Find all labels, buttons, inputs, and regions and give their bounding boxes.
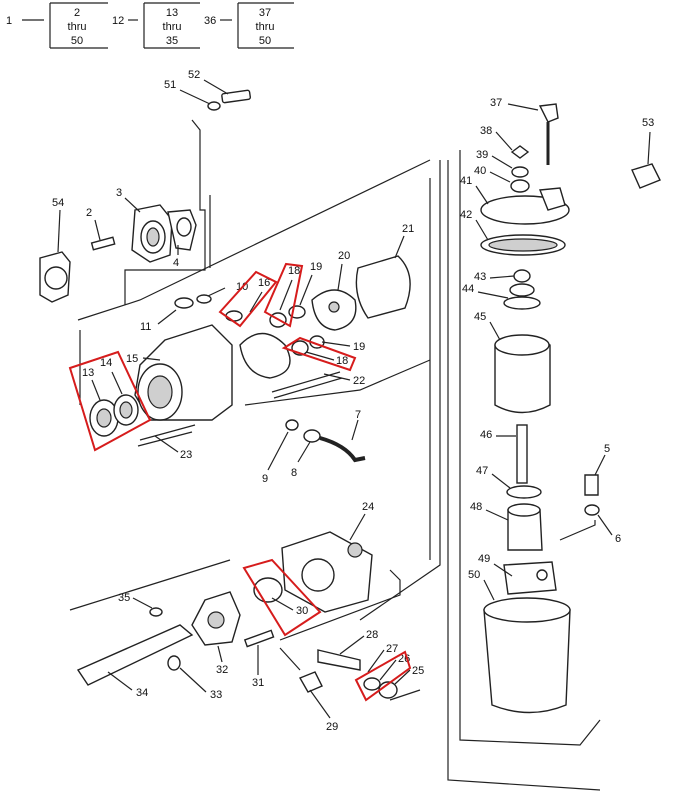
callout-6: 6	[615, 533, 621, 545]
callout-4: 4	[173, 257, 179, 269]
filter-assembly	[480, 103, 661, 714]
mounting-plate-assembly	[39, 89, 252, 303]
highlight-13-14	[68, 350, 152, 452]
callout-15: 15	[126, 353, 138, 365]
callout-42: 42	[460, 209, 472, 221]
callout-25: 25	[412, 665, 424, 677]
callout-52: 52	[188, 69, 200, 81]
callout-46: 46	[480, 429, 492, 441]
callout-13: 13	[82, 367, 94, 379]
callout-7: 7	[355, 409, 361, 421]
callout-41: 41	[460, 175, 472, 187]
callout-31: 31	[252, 677, 264, 689]
callout-33: 33	[210, 689, 222, 701]
kit-range-start-1: 2	[74, 7, 80, 19]
callout-39: 39	[476, 149, 488, 161]
callout-30: 30	[296, 605, 308, 617]
kit-range-end-1: 50	[71, 35, 83, 47]
callout-34: 34	[136, 687, 148, 699]
callout-20: 20	[338, 250, 350, 262]
callout-11: 11	[140, 321, 151, 333]
highlight-26-25	[354, 650, 412, 702]
callout-21: 21	[402, 223, 414, 235]
callout-53: 53	[642, 117, 654, 129]
highlight-18-upper	[263, 262, 304, 328]
callout-labels: 2 3 4 5 6 7 8 9 10 11 13 14 15 16 18 18 …	[52, 69, 654, 733]
kit-range-thru-12: thru	[163, 21, 182, 33]
callout-54: 54	[52, 197, 64, 209]
callout-45: 45	[474, 311, 486, 323]
callout-29: 29	[326, 721, 338, 733]
callout-19a: 19	[310, 261, 322, 273]
kit-legend-1: 1 2 thru 50	[6, 2, 108, 49]
callout-35: 35	[118, 592, 130, 604]
callout-22: 22	[353, 375, 365, 387]
assembly-frames	[69, 119, 601, 791]
highlight-18-lower	[281, 336, 357, 372]
callout-43: 43	[474, 271, 486, 283]
callout-28: 28	[366, 629, 378, 641]
highlight-30	[242, 558, 322, 637]
callout-40: 40	[474, 165, 486, 177]
callout-47: 47	[476, 465, 488, 477]
highlight-outlines	[68, 262, 412, 702]
callout-37: 37	[490, 97, 502, 109]
kit-legend-12: 12 13 thru 35	[112, 2, 200, 49]
callout-3: 3	[116, 187, 122, 199]
callout-23: 23	[180, 449, 192, 461]
highlight-16	[218, 270, 278, 328]
lower-pump-assembly	[76, 531, 398, 699]
callout-38: 38	[480, 125, 492, 137]
kit-range-start-12: 13	[166, 7, 178, 19]
callout-32: 32	[216, 664, 228, 676]
callout-16: 16	[258, 277, 270, 289]
callout-2: 2	[86, 207, 92, 219]
callout-14: 14	[100, 357, 112, 369]
kit-range-thru-1: thru	[68, 21, 87, 33]
callout-18b: 18	[336, 355, 348, 367]
pump-body-assembly	[89, 255, 411, 463]
kit-key-12: 12	[112, 15, 124, 27]
callout-19b: 19	[353, 341, 365, 353]
kit-key-1: 1	[6, 15, 12, 27]
callout-18a: 18	[288, 265, 300, 277]
callout-9: 9	[262, 473, 268, 485]
kit-range-start-36: 37	[259, 7, 271, 19]
kit-range-thru-36: thru	[256, 21, 275, 33]
callout-5: 5	[604, 443, 610, 455]
kit-range-end-36: 50	[259, 35, 271, 47]
callout-49: 49	[478, 553, 490, 565]
callout-50: 50	[468, 569, 480, 581]
callout-48: 48	[470, 501, 482, 513]
callout-51: 51	[164, 79, 176, 91]
callout-24: 24	[362, 501, 374, 513]
kit-legend-36: 36 37 thru 50	[204, 2, 294, 49]
kit-range-end-12: 35	[166, 35, 178, 47]
callout-27: 27	[386, 643, 398, 655]
callout-44: 44	[462, 283, 474, 295]
kit-key-36: 36	[204, 15, 216, 27]
callout-8: 8	[291, 467, 297, 479]
